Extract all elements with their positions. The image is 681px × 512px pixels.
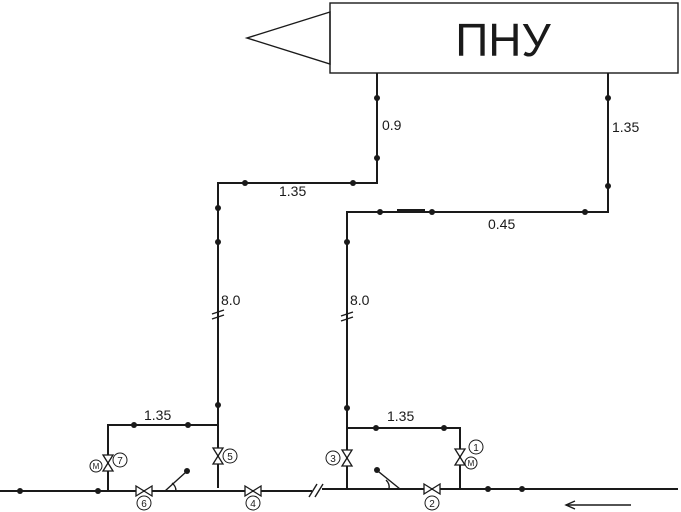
valve-5[interactable]: 5	[211, 447, 238, 465]
valve-1-number: 1	[473, 443, 479, 454]
pipe-left-riser	[211, 73, 380, 488]
valve-7-motor: М	[93, 462, 100, 471]
label-left-vertical: 8.0	[221, 292, 241, 308]
valve-3[interactable]: 3	[325, 449, 354, 467]
flow-arrow	[564, 500, 631, 510]
valve-6[interactable]: 6	[135, 484, 153, 511]
valve-4[interactable]: 4	[244, 484, 262, 511]
valve-4-number: 4	[250, 499, 256, 510]
right-bypass	[347, 425, 461, 489]
label-right-bypass: 1.35	[387, 408, 414, 424]
pipe-right-riser	[340, 73, 611, 488]
valve-2-number: 2	[429, 499, 435, 510]
pnu-nozzle	[244, 11, 331, 65]
label-left-bypass: 1.35	[144, 407, 171, 423]
check-valve-left	[164, 468, 190, 492]
check-valve-right	[374, 467, 401, 490]
valve-7-number: 7	[117, 456, 123, 467]
pipe-main	[0, 483, 678, 498]
valve-2[interactable]: 2	[423, 482, 441, 511]
valve-1[interactable]: 1 М	[453, 439, 484, 470]
valve-1-motor: М	[468, 459, 475, 468]
label-right-horizontal: 0.45	[488, 216, 515, 232]
pnu-unit: ПНУ	[244, 2, 679, 74]
label-left-horizontal: 1.35	[279, 183, 306, 199]
valve-6-number: 6	[141, 499, 147, 510]
label-left-riser-top: 0.9	[382, 117, 402, 133]
pnu-title: ПНУ	[455, 14, 551, 66]
valve-5-number: 5	[227, 452, 233, 463]
valve-7[interactable]: 7 М	[89, 452, 128, 473]
valve-3-number: 3	[330, 454, 336, 465]
label-right-riser-top: 1.35	[612, 119, 639, 135]
label-right-vertical: 8.0	[350, 292, 370, 308]
